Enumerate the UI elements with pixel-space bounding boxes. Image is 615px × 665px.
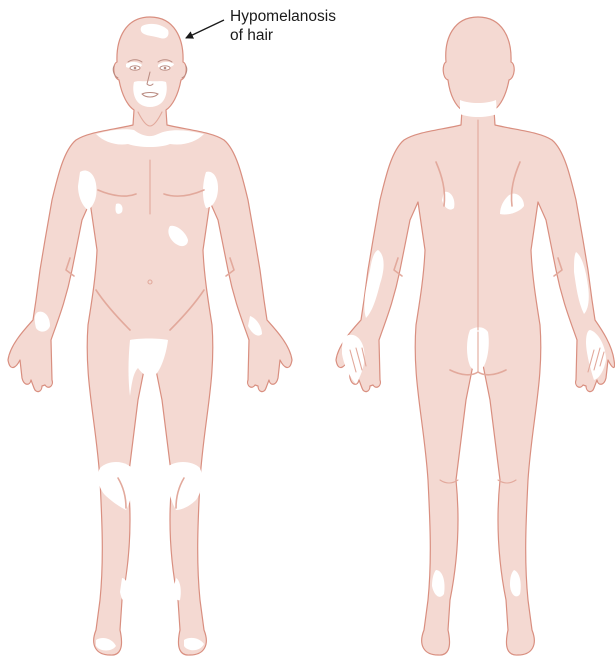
back-figure xyxy=(336,17,615,655)
callout-line-2: of hair xyxy=(230,26,336,45)
callout-line-1: Hypomelanosis xyxy=(230,7,336,26)
front-figure xyxy=(8,17,292,655)
front-body-silhouette xyxy=(8,17,292,655)
hypomelanosis-of-hair-label: Hypomelanosis of hair xyxy=(230,7,336,45)
callout-pointer-icon xyxy=(186,20,224,38)
